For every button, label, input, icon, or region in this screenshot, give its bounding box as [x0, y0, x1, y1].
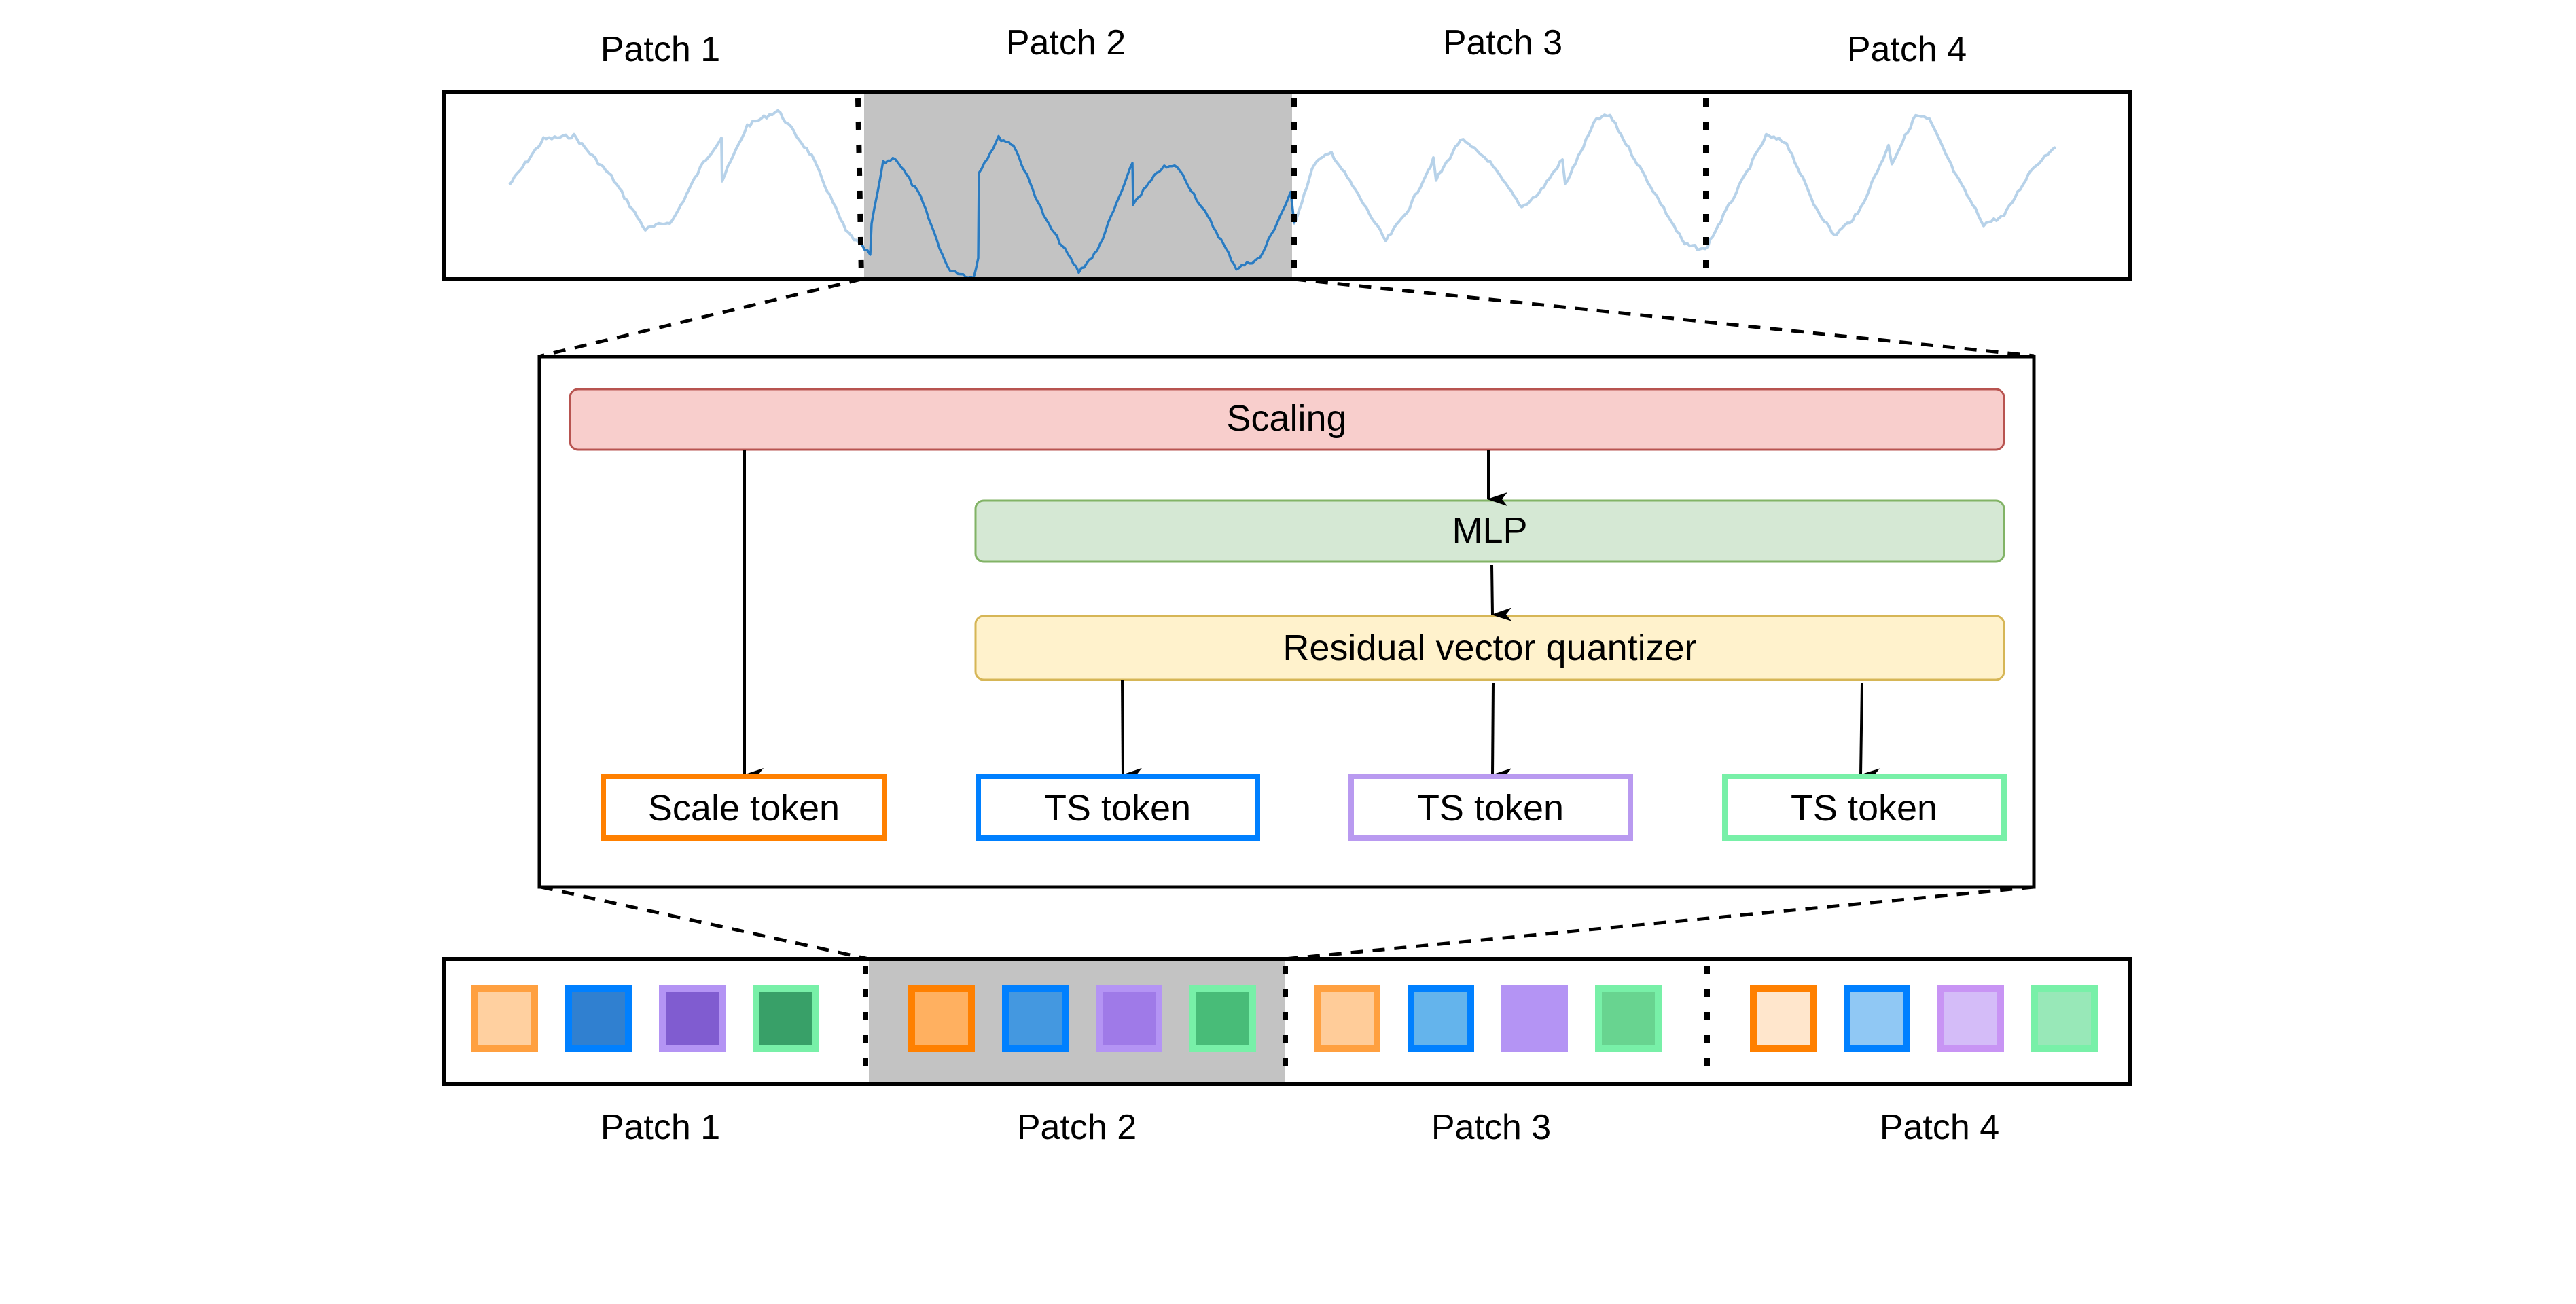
- bottom-patch-label-1: Patch 1: [601, 1108, 720, 1147]
- token-square-fill: [1602, 992, 1655, 1045]
- top-patch-label-3: Patch 3: [1443, 23, 1562, 62]
- token-square-fill: [759, 992, 812, 1045]
- top-patch-label-1: Patch 1: [601, 30, 720, 69]
- mlp-block: MLP: [974, 499, 2005, 563]
- ts-token-3-box: [1722, 774, 2007, 841]
- rvq-label: Residual vector quantizer: [1283, 628, 1696, 668]
- token-square-fill: [2038, 992, 2091, 1045]
- ts-token-2-label: TS token: [1417, 788, 1564, 829]
- tokenizer-panel: Scaling MLP Residual vector quantizer Sc…: [537, 355, 2036, 889]
- ts-token-1: TS token: [976, 774, 1260, 841]
- scale-token-label: Scale token: [648, 788, 840, 829]
- bottom-token-strip: Patch 1 Patch 2 Patch 3 Patch 4: [442, 957, 2132, 1147]
- token-sequence: [471, 985, 2098, 1052]
- token-square-fill: [1196, 992, 1249, 1045]
- bottom-patch-label-3: Patch 3: [1431, 1108, 1551, 1147]
- zoom-guide-line: [1284, 885, 2035, 961]
- token-square-fill: [1508, 992, 1561, 1045]
- arrow-rvq-to-ts-token-3: [1859, 683, 1880, 782]
- top-patch-strip: Patch 1 Patch 2 Patch 3 Patch 4: [442, 23, 2132, 281]
- time-series-frame: [442, 90, 2132, 281]
- token-square-fill: [1414, 992, 1467, 1045]
- waveform-highlighted: [861, 134, 1295, 280]
- ts-token-3: TS token: [1722, 774, 2007, 841]
- scaling-label: Scaling: [1226, 398, 1346, 439]
- rvq-block: Residual vector quantizer: [974, 615, 2005, 681]
- zoom-guide-line: [540, 885, 870, 961]
- token-square-fill: [572, 992, 625, 1045]
- scale-token: Scale token: [601, 774, 887, 841]
- token-square-fill: [666, 992, 719, 1045]
- token-sequence-frame: [442, 957, 2132, 1086]
- arrow-rvq-to-ts-token-2: [1491, 683, 1512, 782]
- ts-token-2: TS token: [1348, 774, 1633, 841]
- scale-token-box: [601, 774, 887, 841]
- bottom-patch-label-4: Patch 4: [1880, 1108, 1999, 1147]
- token-square-fill: [1321, 992, 1374, 1045]
- zoom-guide-line: [1293, 277, 2035, 358]
- bottom-patch-label-2: Patch 2: [1017, 1108, 1137, 1147]
- highlighted-patch-region: [864, 92, 1292, 279]
- ts-token-3-label: TS token: [1791, 788, 1937, 829]
- ts-token-1-box: [976, 774, 1260, 841]
- token-square-fill: [1757, 992, 1810, 1045]
- token-square-fill: [1009, 992, 1062, 1045]
- patch-divider: [855, 98, 864, 278]
- top-patch-label-4: Patch 4: [1847, 30, 1967, 69]
- arrow-rvq-to-ts-token-1: [1121, 679, 1143, 782]
- ts-token-2-box: [1348, 774, 1633, 841]
- scaling-box: [569, 388, 2005, 451]
- time-series-waveform: [508, 109, 2056, 280]
- token-square-fill: [915, 992, 968, 1045]
- scaling-block: Scaling: [569, 388, 2005, 451]
- token-square-fill: [1944, 992, 1997, 1045]
- mlp-label: MLP: [1452, 510, 1527, 551]
- zoom-guide-line: [540, 277, 862, 358]
- token-square-fill: [1850, 992, 1903, 1045]
- ts-token-1-label: TS token: [1044, 788, 1191, 829]
- rvq-box: [974, 615, 2005, 681]
- token-square-fill: [478, 992, 531, 1045]
- top-patch-label-2: Patch 2: [1006, 23, 1126, 62]
- token-square-fill: [1103, 992, 1156, 1045]
